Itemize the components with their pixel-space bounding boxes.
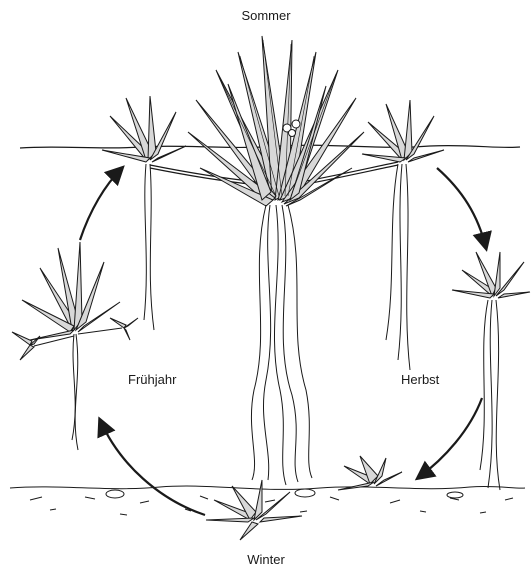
season-label-spring: Frühjahr <box>128 372 176 387</box>
arrow-fruehjahr-to-sommer <box>80 168 122 240</box>
spring-surface-plant <box>102 96 186 162</box>
autumn-sinking-plant <box>452 252 530 298</box>
arrow-herbst-to-winter <box>418 398 482 478</box>
autumn-surface-plant <box>362 100 444 162</box>
season-label-autumn: Herbst <box>401 372 439 387</box>
dormant-rosette <box>338 456 402 490</box>
summer-plant <box>188 36 364 206</box>
spring-rising-plant-roots <box>34 328 122 450</box>
summer-plant-roots <box>251 205 312 485</box>
spring-surface-plant-roots <box>144 164 154 330</box>
arrow-sommer-to-herbst <box>437 168 486 248</box>
spring-rising-plant <box>22 242 120 340</box>
season-label-winter: Winter <box>0 552 532 567</box>
autumn-sinking-plant-roots <box>480 300 500 490</box>
arrow-winter-to-fruehjahr <box>100 420 205 515</box>
autumn-surface-plant-roots <box>386 164 410 370</box>
season-label-summer: Sommer <box>0 8 532 23</box>
